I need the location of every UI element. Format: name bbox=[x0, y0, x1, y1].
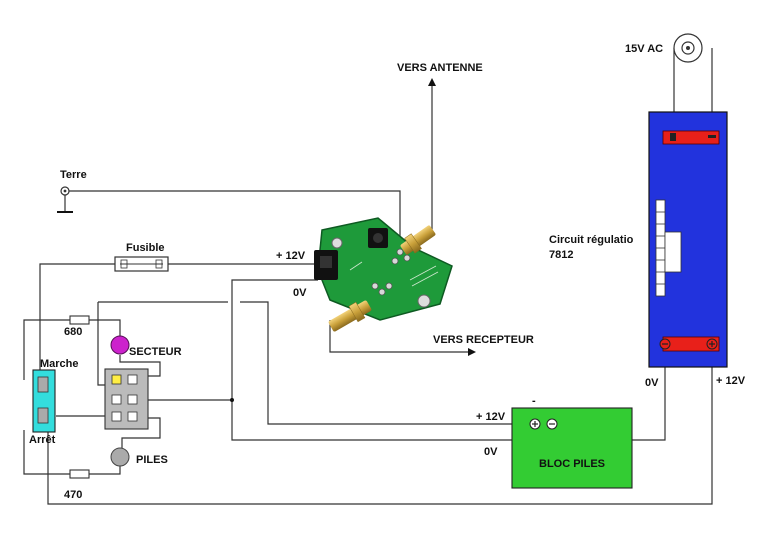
r470-main-wire bbox=[47, 343, 713, 505]
resistor-470-label: 470 bbox=[64, 489, 82, 501]
junction-dot bbox=[230, 398, 234, 402]
battery-plus12-label: + 12V bbox=[476, 411, 506, 423]
resistor-680 bbox=[69, 315, 90, 325]
r680-left-wire bbox=[23, 319, 70, 380]
switch-off-label: Arrêt bbox=[29, 434, 56, 446]
mains-led-wire bbox=[119, 355, 161, 377]
relay-block bbox=[104, 368, 149, 430]
regulator-label-line2: 7812 bbox=[549, 249, 573, 261]
resistor-680-label: 680 bbox=[64, 326, 82, 338]
battery-minus-label: - bbox=[532, 395, 536, 407]
on-off-switch bbox=[32, 369, 56, 433]
earth-label: Terre bbox=[60, 169, 87, 181]
r680-right-wire bbox=[89, 319, 121, 340]
sma-connector-receiver bbox=[328, 300, 372, 332]
antenna-arrow-icon bbox=[428, 78, 436, 86]
battery-block-label: BLOC PILES bbox=[539, 458, 605, 470]
battery-zero-volt-label: 0V bbox=[484, 446, 498, 458]
fuse bbox=[114, 256, 169, 272]
fuse-label: Fusible bbox=[126, 242, 165, 254]
earth-wire bbox=[65, 190, 401, 242]
board-zero-volt-label: 0V bbox=[293, 287, 307, 299]
wires bbox=[23, 48, 713, 505]
zero-volt-wire bbox=[231, 279, 666, 441]
board-plus12-label: + 12V bbox=[276, 250, 306, 262]
battery-led-wire bbox=[121, 417, 161, 450]
ac-input-label: 15V AC bbox=[625, 43, 663, 55]
mains-led-icon bbox=[110, 335, 130, 355]
battery-led-icon bbox=[110, 447, 130, 467]
fuse-left-wire bbox=[39, 263, 115, 380]
battery-plus-wire bbox=[240, 301, 535, 425]
antenna-label: VERS ANTENNE bbox=[397, 62, 483, 74]
resistor-470 bbox=[69, 469, 90, 479]
sma-connector-antenna bbox=[400, 225, 436, 255]
battery-block bbox=[511, 407, 633, 489]
receiver-arrow-icon bbox=[468, 348, 476, 356]
regulator-label-line1: Circuit régulatio bbox=[549, 234, 634, 246]
switch-on-label: Marche bbox=[40, 358, 79, 370]
receiver-label: VERS RECEPTEUR bbox=[433, 334, 534, 346]
earth-symbol-icon bbox=[57, 186, 73, 213]
regulator-zero-volt-label: 0V bbox=[645, 377, 659, 389]
ac-input-connector bbox=[673, 33, 703, 63]
battery-led-label: PILES bbox=[136, 454, 168, 466]
regulator-board bbox=[648, 111, 728, 368]
relay-left-top-wire bbox=[97, 302, 105, 386]
receiver-wire bbox=[329, 320, 470, 353]
mains-led-label: SECTEUR bbox=[129, 346, 182, 358]
regulator-plus12-label: + 12V bbox=[716, 375, 746, 387]
ac-terminal-block bbox=[662, 130, 720, 145]
rf-bridge-board bbox=[314, 217, 453, 332]
